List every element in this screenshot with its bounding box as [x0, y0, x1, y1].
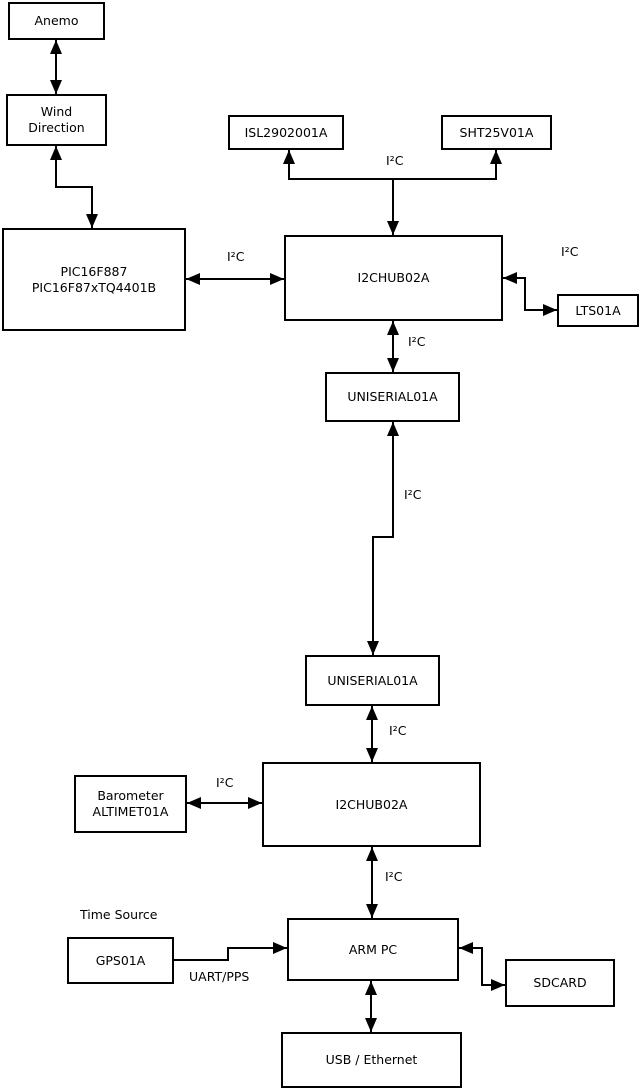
label-i2c-hub2-armpc: I²C	[385, 869, 403, 884]
node-i2chub-bottom: I2CHUB02A	[262, 762, 481, 847]
label-i2c-pic-hub: I²C	[227, 249, 245, 264]
node-wind-direction: Wind Direction	[6, 94, 107, 146]
node-usb-ethernet: USB / Ethernet	[281, 1032, 462, 1088]
node-sdcard: SDCARD	[505, 959, 615, 1007]
label-i2c-barometer: I²C	[216, 775, 234, 790]
label-i2c-sensor-bus: I²C	[386, 153, 404, 168]
node-anemo: Anemo	[8, 2, 105, 40]
node-barometer: Barometer ALTIMET01A	[74, 775, 187, 833]
edge-gps-armpc	[174, 942, 287, 961]
node-uniserial-top: UNISERIAL01A	[325, 372, 460, 422]
node-uniserial-bottom: UNISERIAL01A	[305, 655, 440, 706]
edge-uniserialtop-uniserialbottom	[367, 422, 399, 655]
node-gps01a: GPS01A	[67, 937, 174, 984]
label-i2c-hub-uniserial: I²C	[408, 334, 426, 349]
edge-i2chubtop-lts	[503, 272, 557, 316]
node-isl2902001a: ISL2902001A	[228, 115, 344, 150]
label-i2c-uniserial-link: I²C	[404, 487, 422, 502]
label-time-source: Time Source	[80, 907, 158, 922]
node-i2chub-top: I2CHUB02A	[284, 235, 503, 321]
label-i2c-lts: I²C	[561, 244, 579, 259]
edge-winddirection-pic	[50, 146, 98, 228]
node-lts01a: LTS01A	[557, 294, 639, 327]
edge-armpc-sdcard	[459, 942, 505, 991]
node-arm-pc: ARM PC	[287, 918, 459, 981]
node-pic-microcontroller: PIC16F887 PIC16F87xTQ4401B	[2, 228, 186, 331]
label-i2c-uniserial-hub2: I²C	[389, 723, 407, 738]
node-sht25v01a: SHT25V01A	[441, 115, 552, 150]
label-uart-pps: UART/PPS	[189, 969, 250, 984]
